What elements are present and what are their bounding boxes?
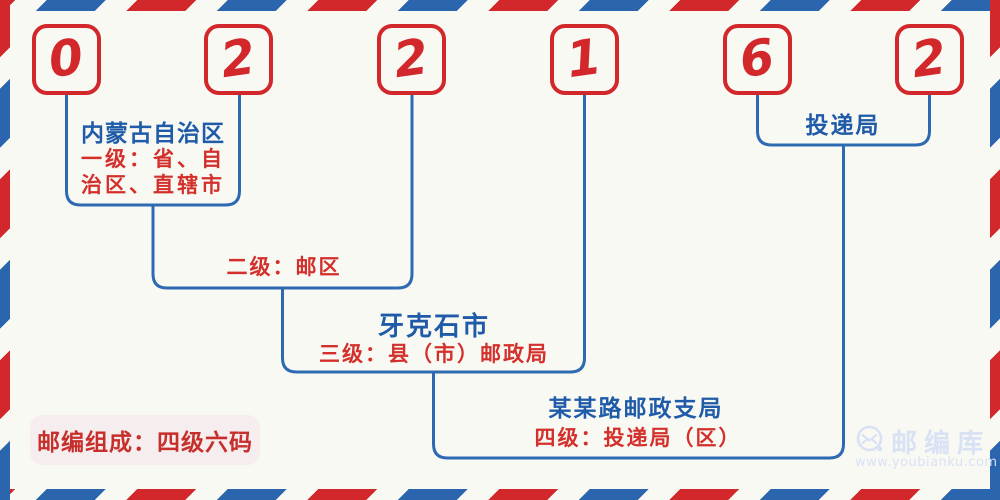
watermark-brand: 邮编库: [891, 429, 991, 459]
airmail-border-top: [0, 0, 1000, 11]
composition-badge-label: 邮编组成：四级六码: [37, 430, 253, 456]
digit-box-3: 2: [377, 24, 446, 95]
level4-branch-name: 某某路邮政支局: [548, 396, 724, 422]
site-watermark: 邮编库 www.youbianku.com: [853, 422, 997, 474]
level3-description: 三级：县（市）邮政局: [319, 342, 549, 366]
level1-region-name: 内蒙古自治区: [81, 121, 225, 147]
digit-1: 0: [45, 27, 88, 90]
digit-6: 2: [908, 27, 951, 90]
digit-box-2: 2: [204, 24, 273, 95]
level1-description-line1: 一级：省、自: [81, 147, 225, 171]
level3-city-name: 牙克石市: [377, 312, 491, 342]
digit-box-4: 1: [550, 24, 619, 95]
level1-description-line2: 治区、直辖市: [81, 173, 225, 197]
digit-5: 6: [736, 27, 779, 90]
digit-box-5: 6: [723, 24, 792, 95]
digit-box-1: 0: [32, 24, 101, 95]
airmail-border-right: [990, 0, 1000, 500]
digit-2: 2: [217, 27, 260, 90]
airmail-border-left: [0, 0, 10, 500]
level2-description: 二级：邮区: [226, 255, 342, 279]
digit-3: 2: [390, 27, 433, 90]
level4-description: 四级：投递局（区）: [534, 426, 742, 450]
watermark-url: www.youbianku.com: [855, 455, 998, 470]
composition-badge: 邮编组成：四级六码: [30, 415, 260, 465]
digit-box-6: 2: [895, 24, 964, 95]
digit-4: 1: [563, 27, 606, 90]
airmail-border-bottom: [0, 489, 1000, 500]
delivery-office-label: 投递局: [805, 113, 881, 139]
envelope-circle-icon: [856, 425, 883, 452]
